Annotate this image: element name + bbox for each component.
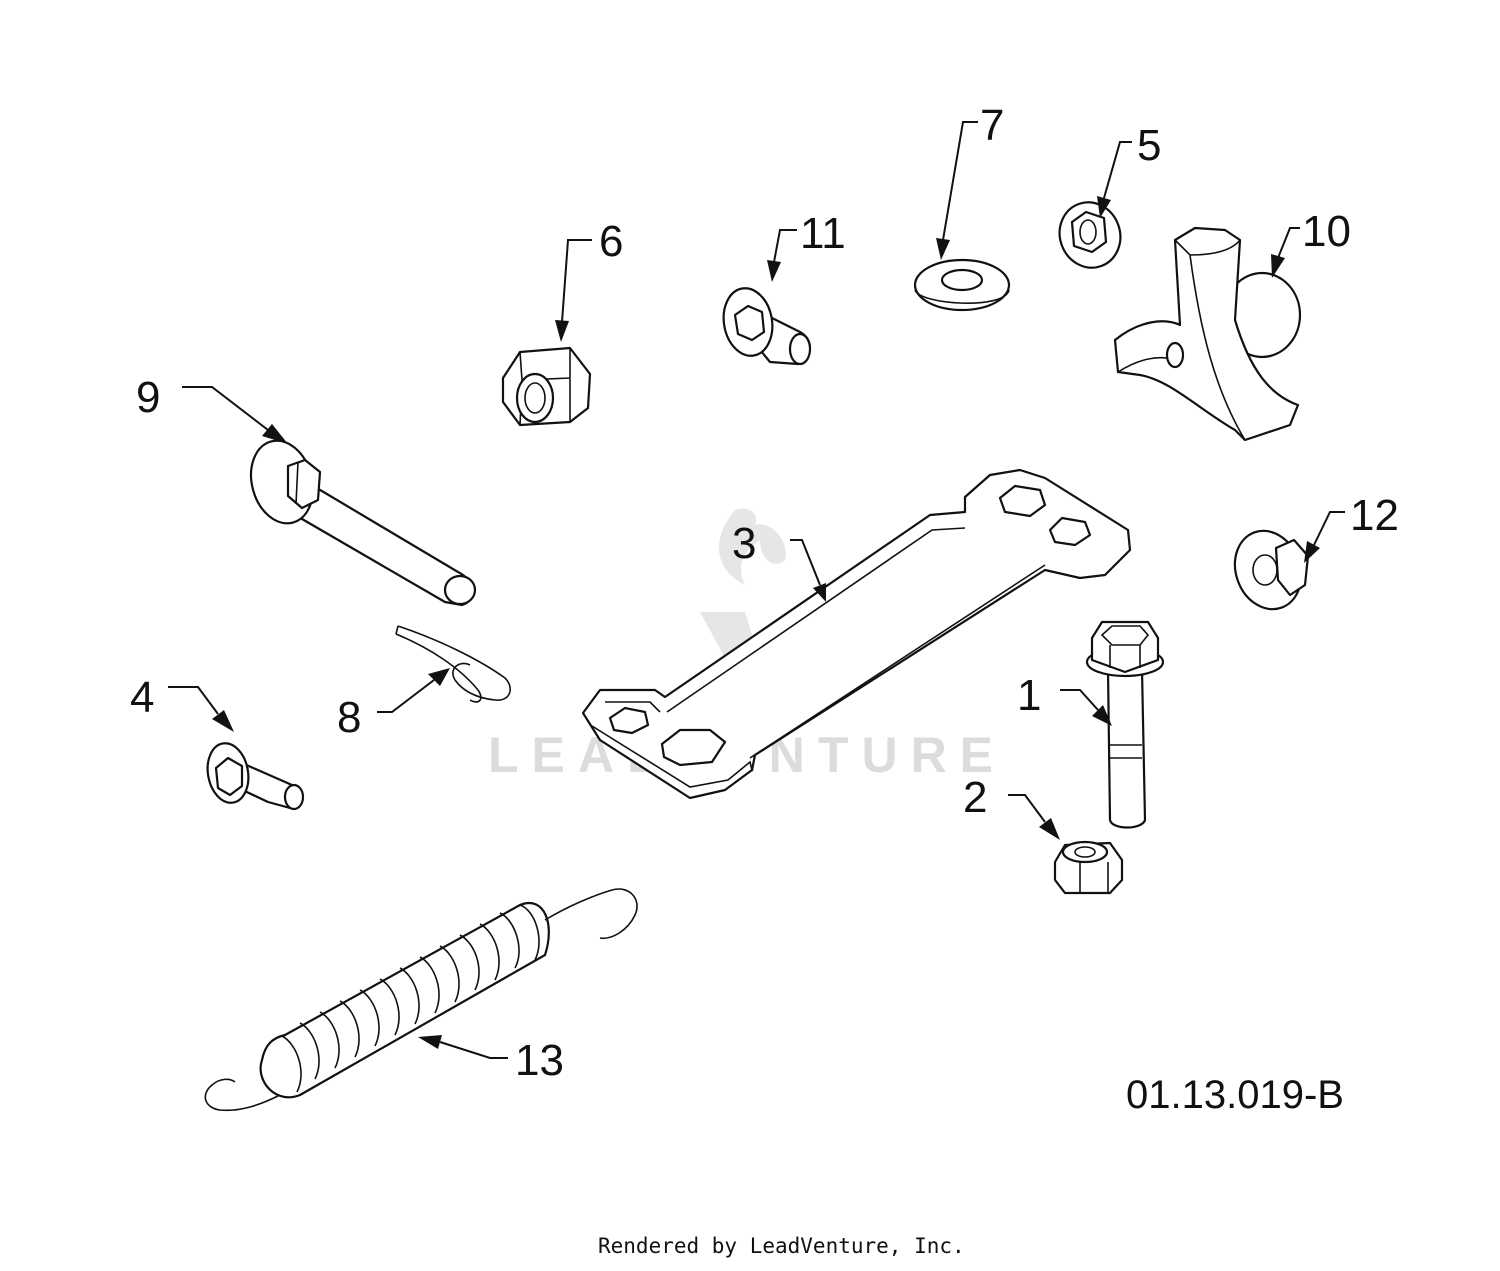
callout-10: 10	[1302, 207, 1351, 256]
callout-2: 2	[963, 773, 987, 822]
part-10-knob	[1113, 226, 1302, 442]
part-2-lock-nut	[1053, 840, 1124, 895]
callout-11: 11	[800, 209, 846, 258]
part-6-lock-nut	[501, 346, 592, 427]
callout-4: 4	[130, 673, 154, 722]
part-13-extension-spring	[204, 888, 638, 1112]
callout-7: 7	[980, 101, 1004, 150]
part-11-shoulder-bolt	[722, 287, 812, 366]
diagram-reference-code: 01.13.019-B	[1126, 1073, 1344, 1117]
callout-5: 5	[1137, 121, 1161, 170]
part-8-hairpin-clip	[395, 625, 511, 703]
callout-1: 1	[1017, 671, 1041, 720]
callout-12: 12	[1350, 491, 1399, 540]
part-1-hex-bolt	[1085, 620, 1165, 829]
callout-3: 3	[732, 519, 756, 568]
part-9-long-bolt	[249, 439, 477, 607]
callout-labels: 1 2 3 4 5 6 7 8 9 10 11 12 13	[130, 101, 1399, 1085]
part-4-shoulder-bolt	[206, 742, 305, 811]
part-3-bracket-plate	[581, 468, 1132, 800]
part-7-washer	[913, 258, 1011, 312]
callout-13: 13	[515, 1036, 564, 1085]
part-12-flange-nut	[1233, 529, 1310, 611]
part-5-flange-nut	[1058, 201, 1122, 269]
callout-6: 6	[599, 217, 623, 266]
callout-9: 9	[136, 373, 160, 422]
leaders	[168, 121, 1345, 1059]
render-credit: Rendered by LeadVenture, Inc.	[598, 1234, 965, 1258]
callout-8: 8	[337, 693, 361, 742]
